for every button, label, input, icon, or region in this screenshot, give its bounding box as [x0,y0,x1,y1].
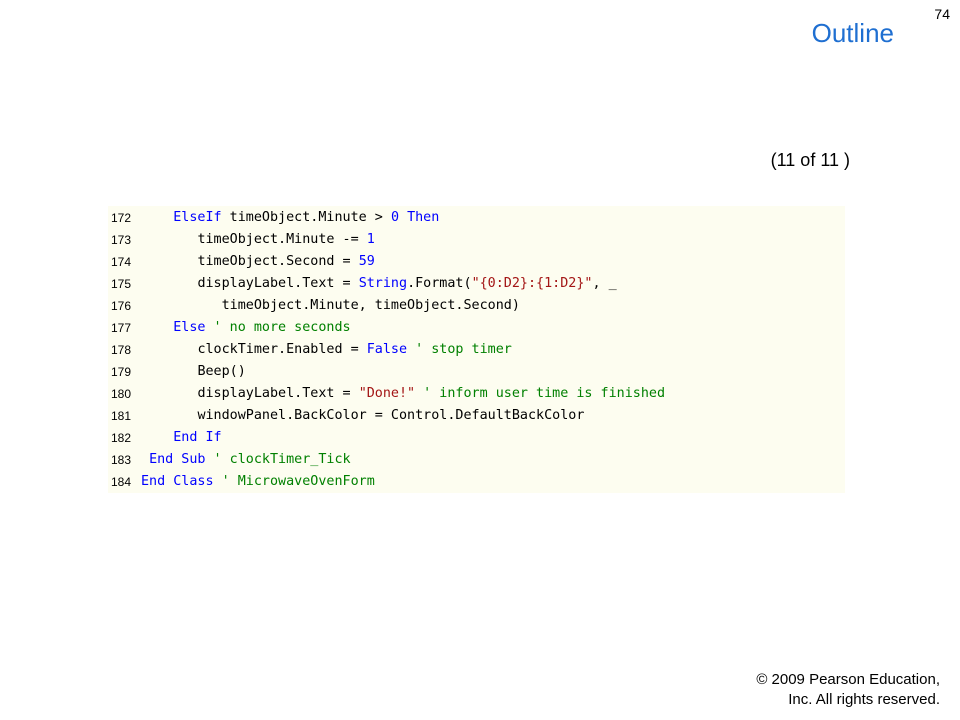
code-text: End Class ' MicrowaveOvenForm [141,471,375,493]
code-token: End If [173,430,222,445]
line-number: 179 [111,365,132,379]
code-line: 182 End If [108,427,845,449]
code-text: Beep() [141,361,246,383]
code-text: Else ' no more seconds [141,317,351,339]
code-text: displayLabel.Text = String.Format("{0:D2… [141,273,617,295]
code-line: 179 Beep() [108,361,845,383]
code-text: displayLabel.Text = "Done!" ' inform use… [141,383,665,405]
code-token: "Done!" [358,386,416,401]
code-token: String [358,276,408,291]
code-indent [141,298,222,313]
code-token: Beep() [197,364,246,379]
code-indent [141,430,173,445]
code-text: clockTimer.Enabled = False ' stop timer [141,339,512,361]
code-line: 178 clockTimer.Enabled = False ' stop ti… [108,339,845,361]
code-line: 184 End Class ' MicrowaveOvenForm [108,471,845,493]
code-text: timeObject.Second = 59 [141,251,375,273]
code-token: False [366,342,408,357]
code-text: timeObject.Minute -= 1 [141,229,375,251]
line-number: 174 [111,255,132,269]
code-line: 173 timeObject.Minute -= 1 [108,229,845,251]
code-token: windowPanel.BackColor = Control.DefaultB… [197,408,585,423]
code-token: 59 [358,254,375,269]
code-line: 172 ElseIf timeObject.Minute > 0 Then [108,207,845,229]
line-number: 175 [111,277,132,291]
code-token: timeObject.Minute -= [197,232,367,247]
code-text: ElseIf timeObject.Minute > 0 Then [141,207,439,229]
code-indent [141,408,197,423]
code-token: .Format( [407,276,472,291]
slide-number: 74 [934,6,950,22]
code-indent [141,364,197,379]
line-number: 177 [111,321,132,335]
line-number: 184 [111,475,132,489]
code-text: End Sub ' clockTimer_Tick [141,449,351,471]
code-token: ElseIf [173,210,222,225]
code-token: ' clockTimer_Tick [205,452,351,467]
code-token: ' MicrowaveOvenForm [213,474,375,489]
code-indent [141,342,197,357]
code-indent [141,320,173,335]
code-indent [141,276,197,291]
code-token: clockTimer.Enabled = [197,342,367,357]
code-line: 175 displayLabel.Text = String.Format("{… [108,273,845,295]
code-token: "{0:D2}:{1:D2}" [471,276,593,291]
code-token [399,210,407,225]
code-token: timeObject.Minute > [221,210,391,225]
code-line: 176 timeObject.Minute, timeObject.Second… [108,295,845,317]
copyright-line-1: © 2009 Pearson Education, [756,671,940,688]
code-line: 174 timeObject.Second = 59 [108,251,845,273]
code-token: Then [407,210,440,225]
code-token: ' stop timer [407,342,512,357]
code-token: End Class [141,474,214,489]
line-number: 173 [111,233,132,247]
page-indicator: (11 of 11 ) [770,150,850,170]
code-text: windowPanel.BackColor = Control.DefaultB… [141,405,584,427]
code-indent [141,232,197,247]
line-number: 176 [111,299,132,313]
code-indent [141,452,149,467]
line-number: 172 [111,211,132,225]
code-token: 1 [366,232,375,247]
code-token: ' inform user time is finished [415,386,666,401]
code-token: End Sub [149,452,206,467]
code-line: 183 End Sub ' clockTimer_Tick [108,449,845,471]
line-number: 181 [111,409,132,423]
code-token: ' no more seconds [205,320,351,335]
code-token: timeObject.Second = [197,254,359,269]
line-number: 182 [111,431,132,445]
line-number: 183 [111,453,132,467]
code-indent [141,210,173,225]
code-text: timeObject.Minute, timeObject.Second) [141,295,520,317]
code-indent [141,386,197,401]
code-line: 181 windowPanel.BackColor = Control.Defa… [108,405,845,427]
code-indent [141,254,197,269]
code-line: 180 displayLabel.Text = "Done!" ' inform… [108,383,845,405]
code-token: 0 [390,210,399,225]
line-number: 180 [111,387,132,401]
code-token: Else [173,320,206,335]
code-token: timeObject.Minute, timeObject.Second) [221,298,520,313]
code-token: displayLabel.Text = [197,386,359,401]
line-number: 178 [111,343,132,357]
code-text: End If [141,427,222,449]
outline-title: Outline [811,18,894,48]
code-token: , _ [592,276,617,291]
copyright-notice: © 2009 Pearson Education, Inc. All right… [756,670,940,710]
copyright-line-2: Inc. All rights reserved. [788,691,940,708]
code-line: 177 Else ' no more seconds [108,317,845,339]
code-token: displayLabel.Text = [197,276,359,291]
